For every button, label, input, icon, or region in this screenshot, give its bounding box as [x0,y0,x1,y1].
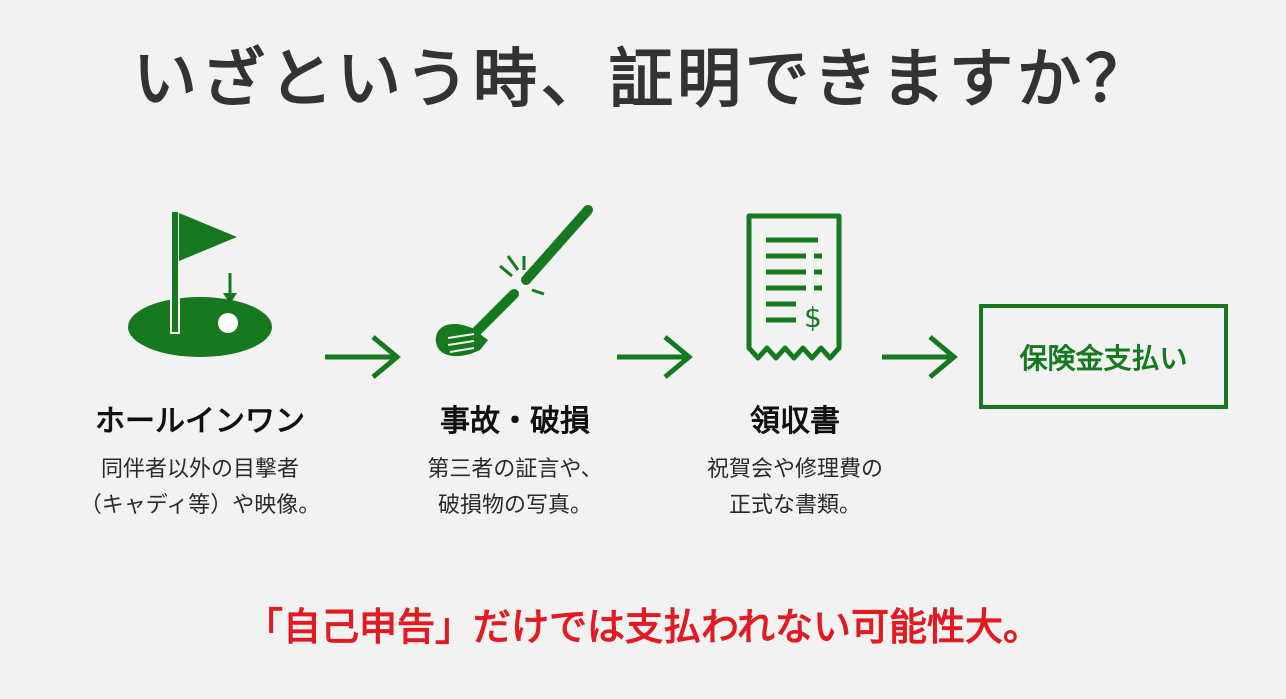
step-desc-line: （キャディ等）や映像。 [79,493,321,518]
step-desc-receipt: 祝賀会や修理費の 正式な書類。 [620,452,970,524]
payout-label: 保険金支払い [1019,341,1188,375]
step-title-receipt: 領収書 [750,404,840,439]
dollar-sign: $ [804,301,822,334]
step-desc-line: 第三者の証言や、 [427,457,603,482]
payout-box: 保険金支払い [979,304,1228,409]
step-desc-accident: 第三者の証言や、 破損物の写真。 [340,452,690,524]
broken-golf-club-icon [435,205,593,357]
step-desc-line: 正式な書類。 [728,493,861,518]
step-title-hole-in-one: ホールインワン [95,404,305,439]
step-desc-line: 同伴者以外の目撃者 [100,457,299,482]
arrow-right-icon [325,335,401,379]
receipt-icon: $ [744,212,844,364]
step-title-accident: 事故・破損 [440,404,590,439]
step-desc-hole-in-one: 同伴者以外の目撃者 （キャディ等）や映像。 [25,452,375,524]
arrow-right-icon [882,335,958,379]
arrow-right-icon [617,335,693,379]
warning-text: 「自己申告」だけでは支払われない可能性大。 [244,605,1042,649]
page-title: いざという時、証明できますか？ [133,43,1153,117]
step-desc-line: 祝賀会や修理費の [706,457,883,482]
step-desc-line: 破損物の写真。 [437,493,592,518]
golf-flag-icon [128,210,272,357]
